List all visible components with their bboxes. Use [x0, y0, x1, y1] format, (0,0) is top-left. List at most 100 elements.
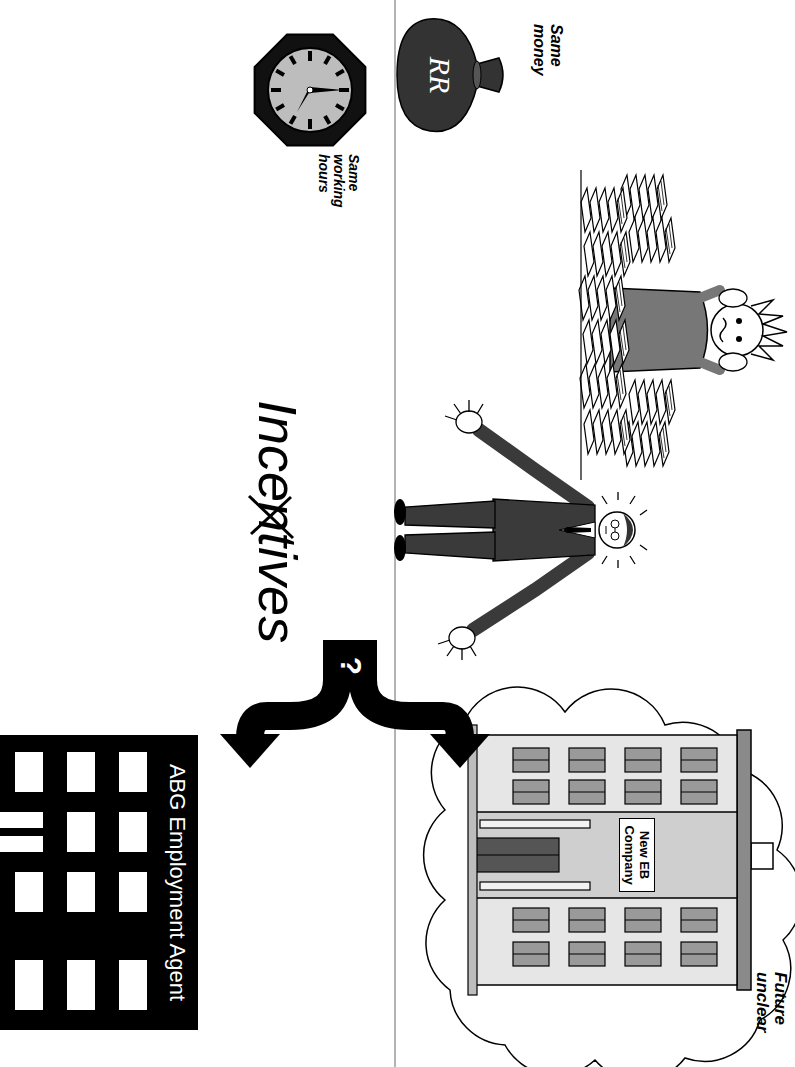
stressed-person [610, 288, 787, 372]
new-company-building-part-part [625, 908, 661, 932]
businessman-part-part [617, 560, 618, 568]
new-company-building-part-part [480, 882, 590, 890]
businessman-part [623, 513, 633, 547]
stressed-person-part [736, 318, 742, 324]
employment-agent-building-part-part [67, 960, 95, 1010]
clock-part [271, 51, 349, 129]
clock-part [268, 48, 352, 132]
businessman-part [438, 640, 476, 660]
employment-agent-building-part-part [119, 872, 147, 912]
clock-part [307, 87, 313, 93]
businessman-part [611, 532, 619, 540]
new-company-building-part-part [681, 748, 717, 772]
stressed-person-part [711, 304, 763, 356]
employment-agent-building-part-part [67, 752, 95, 792]
businessman-part-part [640, 545, 647, 550]
new-company-building-part-part [569, 954, 605, 955]
new-company-building-part-part [513, 920, 549, 921]
new-company-building-part-part [569, 748, 605, 772]
businessman [394, 400, 647, 660]
clock-part-part [308, 119, 312, 129]
clock [255, 35, 366, 146]
businessman-part [563, 527, 591, 533]
new-company-building-part-part [681, 908, 717, 932]
decision-fork-arrow-part [430, 734, 490, 768]
businessman-part [394, 535, 406, 561]
new-company-building-part-part [681, 920, 717, 921]
new-company-building-part-part [625, 920, 661, 921]
new-company-building-part-part [569, 920, 605, 921]
employment-agent-building-part-part [119, 812, 147, 852]
new-company-building-part-part [569, 780, 605, 804]
new-company-building-part-part [513, 792, 549, 793]
new-company-building [468, 725, 773, 995]
caption-text: Same money [531, 24, 565, 86]
caption-text: Future unclear [753, 972, 789, 1052]
businessman-part-part [602, 556, 607, 564]
new-company-building-part-part [681, 780, 717, 804]
new-company-building-part [737, 730, 751, 990]
paper-stacks-back-part [621, 175, 667, 219]
businessman-part [599, 512, 635, 548]
cloud-part [424, 687, 795, 1067]
new-company-building-part-part [513, 942, 549, 966]
stressed-person-part [720, 318, 726, 342]
businessman-part [559, 522, 595, 538]
company-building-node: New EB Company [470, 725, 755, 995]
businessman-part-part [617, 492, 618, 500]
new-company-building-part [468, 725, 477, 995]
new-company-building-part-part [513, 748, 549, 772]
businessman-part [611, 520, 619, 528]
decision-fork-arrow-part [220, 734, 280, 768]
money-bag [397, 19, 503, 132]
new-company-building-part [475, 735, 737, 985]
paper-stacks-back-part [629, 380, 675, 424]
paper-stacks-front-part [580, 364, 626, 408]
new-company-building-part-part [625, 780, 661, 804]
stressed-person-part [751, 300, 787, 360]
new-company-building-part-part [480, 820, 590, 828]
businessman-part [445, 400, 483, 420]
new-company-building-part-part [625, 748, 661, 772]
agent-building-node: ABG Employment Agent [0, 735, 198, 1030]
new-company-building-part-part [569, 792, 605, 793]
businessman-part [493, 499, 595, 561]
new-company-building-part-part [625, 954, 661, 955]
new-company-building-part-part [569, 942, 605, 966]
employment-agent-building-part-part [67, 812, 95, 852]
employment-agent-building-part-part [0, 836, 43, 852]
businessman-part [456, 411, 482, 433]
paper-stacks-back-part [623, 422, 669, 466]
cloud [424, 687, 795, 1067]
caption-text: Same working hours [316, 154, 361, 218]
clock-part-part [291, 116, 296, 124]
paper-stacks-front-part [580, 170, 581, 480]
clock-part-part [325, 56, 330, 64]
clock-part-part [336, 105, 344, 110]
new-company-building-part-part [681, 792, 717, 793]
question-mark: ? [333, 646, 369, 686]
employment-agent-building-part-part [119, 960, 147, 1010]
new-company-building-part-part [681, 954, 717, 955]
employment-agent-building-part-part [0, 812, 43, 828]
paper-stacks-front-part [583, 320, 629, 364]
new-company-building-part [475, 855, 559, 856]
new-company-building-part-part [625, 942, 661, 966]
new-company-building-part-part [625, 792, 661, 793]
businessman-part-part [640, 510, 647, 515]
new-company-building-part-part [569, 908, 605, 932]
employment-agent-building-part [0, 752, 147, 1010]
paper-stacks-front-part [584, 232, 630, 276]
new-company-building-part-part [513, 908, 549, 932]
clock-part-part [271, 88, 281, 92]
clock-part [310, 87, 343, 93]
paper-stacks-front-part [584, 410, 630, 454]
employment-agent-building-part-part [15, 960, 43, 1010]
businessman-part [394, 499, 406, 525]
building-name: New EB Company [619, 818, 655, 892]
new-company-building-part-part [569, 760, 605, 761]
clock-part-part [336, 71, 344, 76]
clock-part-part [308, 51, 312, 61]
